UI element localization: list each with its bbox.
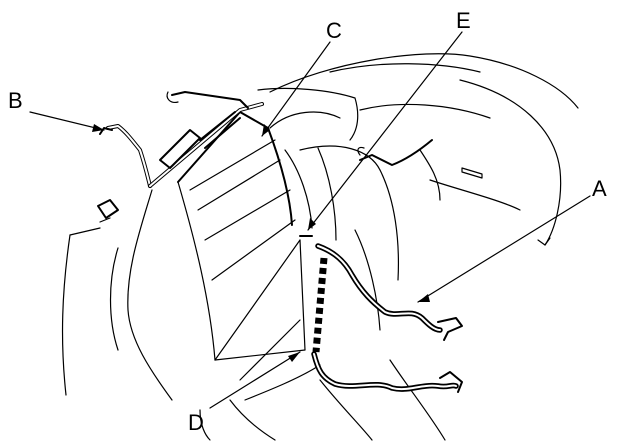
callout-b: B bbox=[8, 88, 23, 113]
body-outline bbox=[61, 53, 579, 441]
callout-e: E bbox=[456, 8, 471, 33]
leader-a bbox=[417, 195, 591, 303]
callout-d: D bbox=[188, 410, 204, 435]
leader-b bbox=[29, 111, 105, 131]
arrowhead-b bbox=[92, 124, 104, 132]
arrowhead-a bbox=[418, 294, 430, 302]
panel-c bbox=[177, 111, 306, 361]
callout-a: A bbox=[592, 176, 607, 201]
latch-strip bbox=[299, 235, 328, 353]
upper-trim bbox=[357, 139, 521, 211]
wire-harness-a bbox=[315, 243, 463, 341]
inner-structure bbox=[239, 87, 441, 401]
rail-b bbox=[97, 91, 264, 223]
callout-c: C bbox=[326, 18, 342, 43]
leader-d bbox=[209, 351, 301, 409]
leader-c bbox=[261, 41, 331, 137]
arrowhead-c bbox=[262, 124, 270, 136]
arrowhead-d bbox=[288, 352, 300, 362]
arrowhead-e bbox=[308, 218, 316, 230]
leader-e bbox=[307, 31, 463, 231]
leader-lines bbox=[29, 31, 591, 409]
lower-wire bbox=[311, 351, 463, 393]
